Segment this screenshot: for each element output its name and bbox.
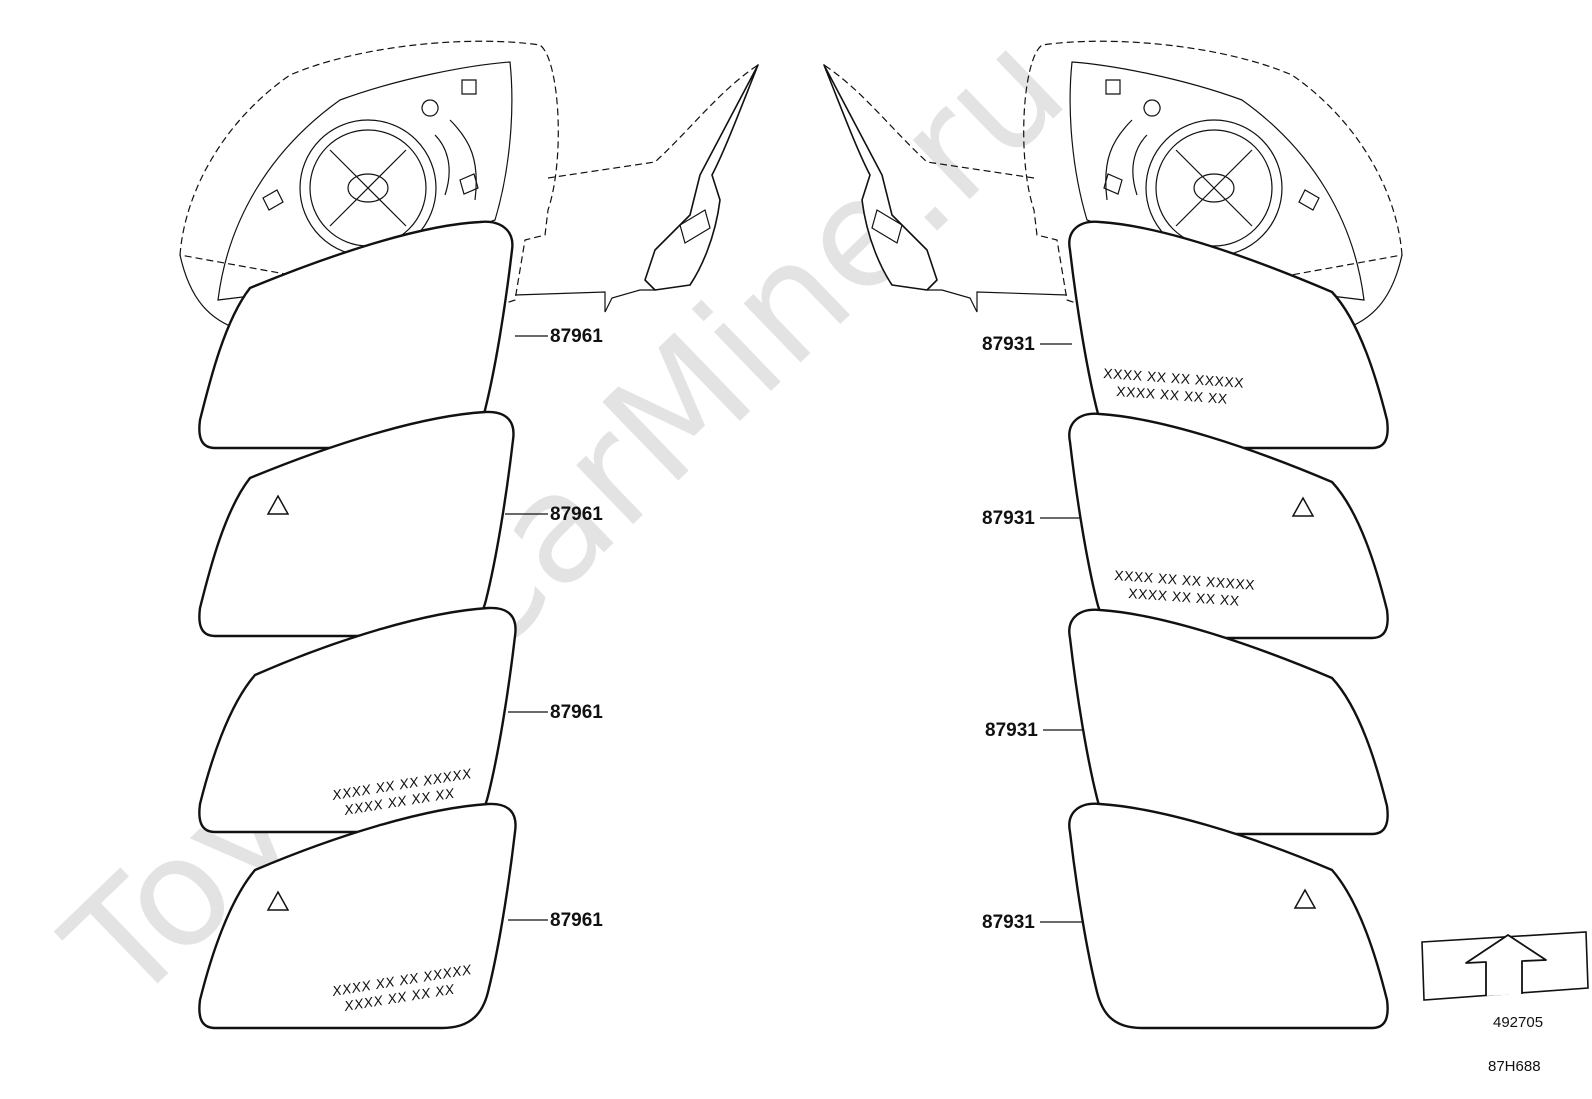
part-number-label: 87931 [982,912,1035,933]
left-mirror-glass-4: XXXX XX XX XXXXX XXXX XX XX XX [198,802,517,1030]
right-mirror-glass-2: XXXX XX XX XXXXX XXXX XX XX XX [1068,412,1389,640]
right-mirror-glass-4 [1068,802,1389,1030]
part-number-label: 87961 [550,504,603,525]
part-number-label: 87931 [982,334,1035,355]
blind-spot-warning-icon [266,890,290,911]
arrow-code-text: 492705 [1493,1014,1543,1031]
left-mirror-glass-2 [198,410,515,638]
left-mirror-housing [179,40,759,331]
blind-spot-warning-icon [266,494,290,515]
blind-spot-warning-icon [1293,888,1317,909]
part-number-label: 87961 [550,326,603,347]
left-mirror-glass-3: XXXX XX XX XXXXX XXXX XX XX XX [198,606,517,834]
part-number-label: 87931 [985,720,1038,741]
right-mirror-glass-3 [1068,608,1389,836]
glass-marking-line2: XXXX XX XX XX [1128,585,1241,609]
right-mirror-glass-1: XXXX XX XX XXXXX XXXX XX XX XX [1068,220,1389,450]
part-number-label: 87931 [982,508,1035,529]
part-number-label: 87961 [550,910,603,931]
part-number-label: 87961 [550,702,603,723]
glass-marking-line2: XXXX XX XX XX [1116,383,1229,407]
left-mirror-glass-1 [198,220,514,450]
blind-spot-warning-icon [1291,496,1315,517]
vehicle-front-arrow [1421,931,1589,1001]
drawing-code-text: 87H688 [1488,1058,1541,1075]
